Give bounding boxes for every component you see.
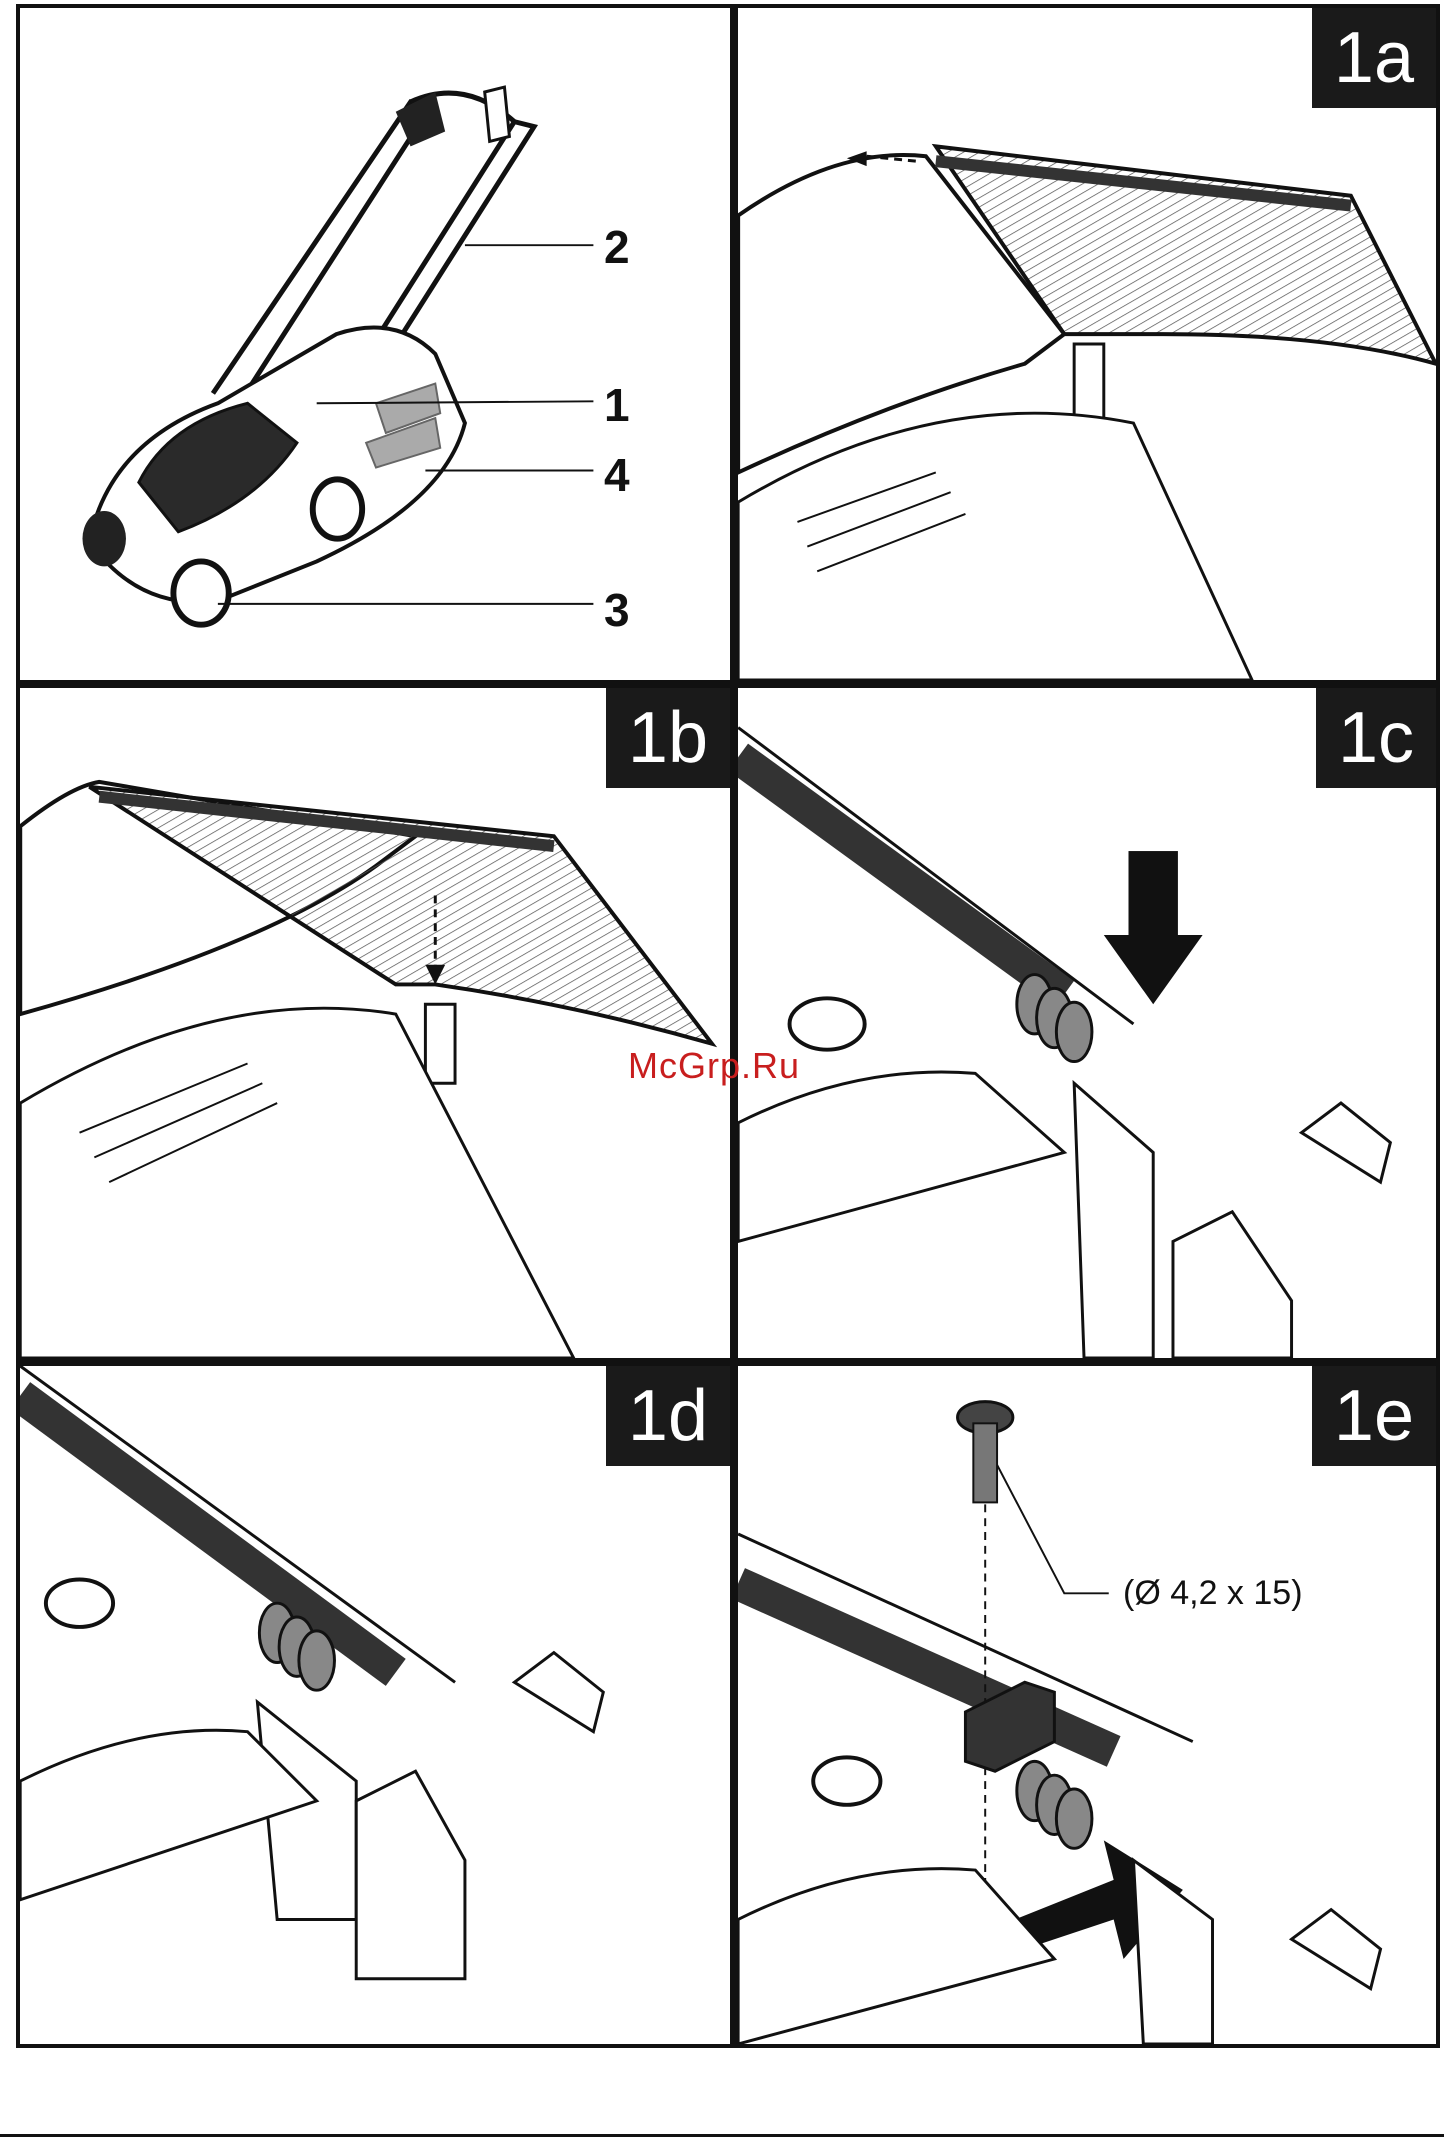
screw-icon xyxy=(958,1402,1013,1503)
panel-step-1d: 1d xyxy=(16,1362,734,2048)
panel-overview: 2 1 4 3 xyxy=(16,4,734,684)
callout-4: 4 xyxy=(604,448,630,502)
step-1d-label: 1d xyxy=(606,1366,730,1466)
step-1c-label: 1c xyxy=(1316,688,1436,788)
footer-divider xyxy=(0,2134,1444,2137)
callout-3: 3 xyxy=(604,583,630,637)
lawnmower-overview-drawing xyxy=(20,8,730,680)
step-1c-drawing xyxy=(738,688,1436,1358)
panel-step-1e: 1e (Ø 4,2 x 15) xyxy=(734,1362,1440,2048)
callout-1: 1 xyxy=(604,378,630,432)
panel-step-1a: 1a xyxy=(734,4,1440,684)
step-1d-drawing xyxy=(20,1366,730,2044)
step-1a-label: 1a xyxy=(1312,8,1436,108)
watermark: McGrp.Ru xyxy=(628,1045,800,1087)
step-1e-label: 1e xyxy=(1312,1366,1436,1466)
panel-step-1b: 1b xyxy=(16,684,734,1362)
step-1a-drawing xyxy=(738,8,1436,680)
screw-spec-label: (Ø 4,2 x 15) xyxy=(1123,1574,1303,1613)
step-1e-drawing xyxy=(738,1366,1436,2044)
step-1b-label: 1b xyxy=(606,688,730,788)
step-1b-drawing xyxy=(20,688,730,1358)
callout-2: 2 xyxy=(604,220,630,274)
panel-step-1c: 1c xyxy=(734,684,1440,1362)
